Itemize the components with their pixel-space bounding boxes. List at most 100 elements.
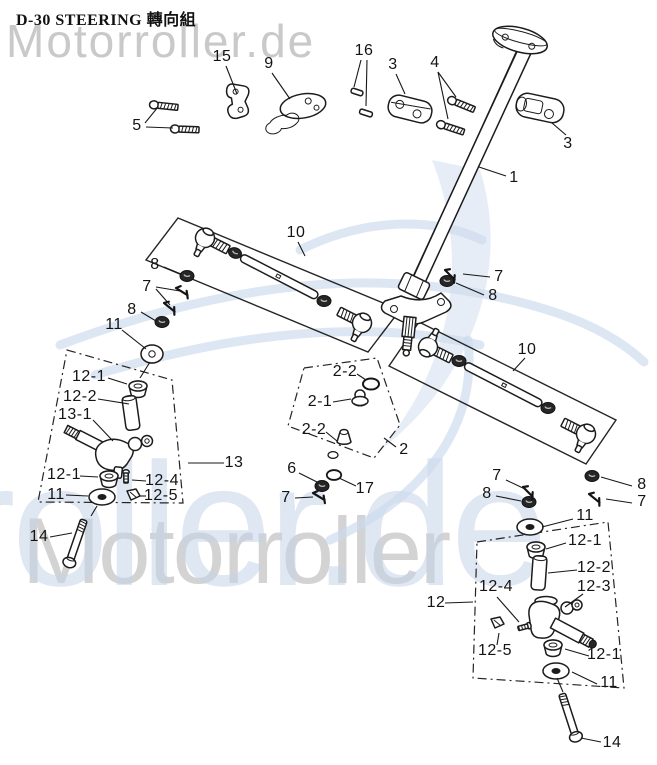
leader-line <box>545 542 567 550</box>
part-11-washer <box>140 344 164 364</box>
leader-line <box>383 437 397 448</box>
part-label-8: 8 <box>127 301 137 318</box>
part-label-12-5: 12-5 <box>143 487 179 504</box>
leader-line <box>395 73 406 95</box>
part-2-2-cone <box>336 428 352 445</box>
part-8-nut <box>521 495 537 509</box>
part-label-12-1: 12-1 <box>71 368 107 385</box>
part-13-1-knuckle <box>63 424 154 479</box>
part-12-3-knuckle <box>528 595 597 649</box>
part-12-1-cap <box>99 470 119 489</box>
part-label-12-1: 12-1 <box>567 532 603 549</box>
part-15-bracket <box>225 83 250 120</box>
part-label-7: 7 <box>142 278 152 295</box>
part-label-14: 14 <box>29 528 49 545</box>
leader-line <box>437 71 457 98</box>
leader-line <box>155 288 171 306</box>
leader-line <box>294 496 314 499</box>
part-4-bolt <box>434 118 466 137</box>
leader-line <box>131 479 147 482</box>
part-2-1-ball-stud <box>351 389 369 407</box>
leader-line <box>564 648 590 657</box>
leader-line <box>332 398 352 403</box>
part-label-16: 16 <box>354 42 374 59</box>
part-16-pins <box>350 87 374 118</box>
part-label-7: 7 <box>494 268 504 285</box>
part-label-12-4: 12-4 <box>478 578 514 595</box>
leader-line <box>496 596 520 623</box>
leader-line <box>564 593 584 608</box>
part-9-plate <box>265 92 327 135</box>
part-11-washer <box>88 488 116 506</box>
part-label-11: 11 <box>105 316 123 333</box>
part-12-5-clip <box>490 616 505 629</box>
tie-rod-right <box>414 324 600 457</box>
leader-line <box>297 241 306 257</box>
part-label-12-1: 12-1 <box>586 646 622 663</box>
part-label-3: 3 <box>563 135 573 152</box>
leader-line <box>605 498 633 504</box>
part-5-bolt <box>169 124 200 135</box>
leader-line <box>571 671 598 685</box>
part-label-11: 11 <box>600 674 618 691</box>
leader-line <box>121 329 147 350</box>
part-label-2-2: 2-2 <box>301 421 327 438</box>
part-label-12-1: 12-1 <box>46 466 82 483</box>
diagram-title: D-30 STEERING 轉向組 <box>16 12 197 29</box>
part-label-13-1: 13-1 <box>57 406 93 423</box>
leader-line <box>600 476 633 487</box>
part-12-2-sleeve <box>530 554 548 592</box>
part-label-5: 5 <box>132 117 142 134</box>
part-label-12-3: 12-3 <box>576 578 612 595</box>
part-3-clamp-left <box>387 94 433 124</box>
leader-line <box>551 122 567 136</box>
leader-line <box>541 518 574 528</box>
part-label-3: 3 <box>388 56 398 73</box>
part-label-6: 6 <box>287 460 297 477</box>
part-2-2-oring-small <box>327 450 339 460</box>
part-label-7: 7 <box>492 467 502 484</box>
leader-line <box>356 373 367 381</box>
part-12-2-sleeve <box>120 393 142 432</box>
leader-line <box>444 601 474 604</box>
group-13-dashed-box <box>37 349 184 504</box>
leader-line <box>512 357 526 372</box>
part-6-nut <box>314 479 330 493</box>
part-12-4-bolt <box>122 469 130 484</box>
leader-line <box>155 286 181 292</box>
leader-line <box>139 361 151 379</box>
part-label-8: 8 <box>150 256 160 273</box>
leader-lines <box>49 59 633 743</box>
leader-line <box>496 632 500 646</box>
part-11-washer <box>542 662 570 680</box>
leader-line <box>79 475 99 478</box>
leader-line <box>49 532 73 538</box>
part-label-11: 11 <box>576 507 594 524</box>
part-7-cotter-pin <box>585 490 605 507</box>
leader-line <box>298 472 318 483</box>
part-1-steering-column <box>380 25 548 357</box>
part-label-13: 13 <box>224 454 244 471</box>
part-label-12-4: 12-4 <box>144 472 180 489</box>
part-14-bolt <box>60 517 91 571</box>
tie-rod-left <box>186 224 376 346</box>
part-label-7: 7 <box>637 493 647 510</box>
group-12-dashed-box <box>472 521 625 689</box>
part-label-9: 9 <box>264 55 274 72</box>
part-label-10: 10 <box>517 341 537 358</box>
leader-line <box>92 419 114 442</box>
part-label-7: 7 <box>281 489 291 506</box>
part-label-15: 15 <box>212 48 232 65</box>
part-label-12-2: 12-2 <box>62 388 98 405</box>
leader-line <box>90 505 98 517</box>
part-label-2-2: 2-2 <box>332 363 358 380</box>
part-8-nut <box>154 315 170 329</box>
part-label-2: 2 <box>399 441 409 458</box>
part-12-5-clip <box>126 488 141 501</box>
part-3-clamp-right <box>515 92 565 124</box>
leader-line <box>144 106 159 124</box>
leader-line <box>163 266 182 275</box>
leader-line <box>556 677 564 693</box>
part-7-cotter-pin <box>310 488 329 505</box>
